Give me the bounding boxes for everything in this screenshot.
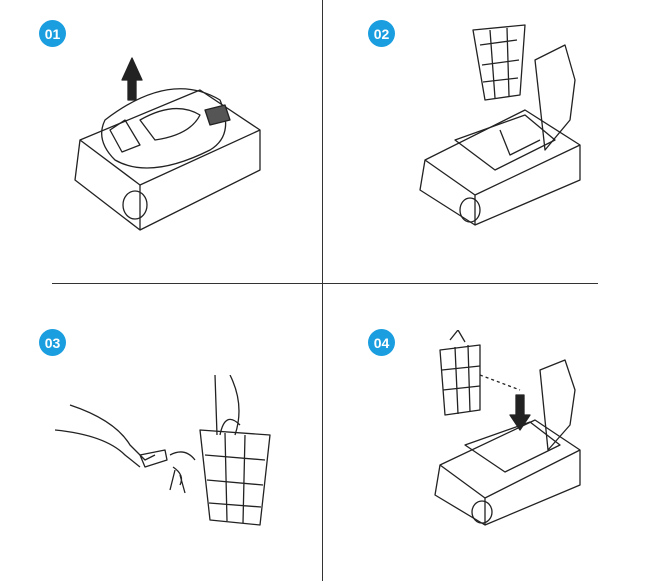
step-badge-01: 01 [39,20,66,47]
step-badge-02: 02 [368,20,395,47]
robot-basket-insert-illustration [434,330,581,526]
horizontal-divider [52,283,598,284]
step-badge-04: 04 [368,329,395,356]
vertical-divider [322,0,323,581]
filter-basket-icon [439,344,481,416]
up-arrow-icon [121,57,143,101]
down-arrow-icon [509,394,531,431]
rinse-basket-illustration [55,375,271,526]
step-badge-03: 03 [39,329,66,356]
robot-lid-open-illustration [74,57,261,231]
robot-basket-removed-illustration [419,24,581,226]
hose-nozzle-icon [139,449,168,468]
filter-basket-icon [472,24,526,101]
filter-basket-icon [199,429,271,526]
